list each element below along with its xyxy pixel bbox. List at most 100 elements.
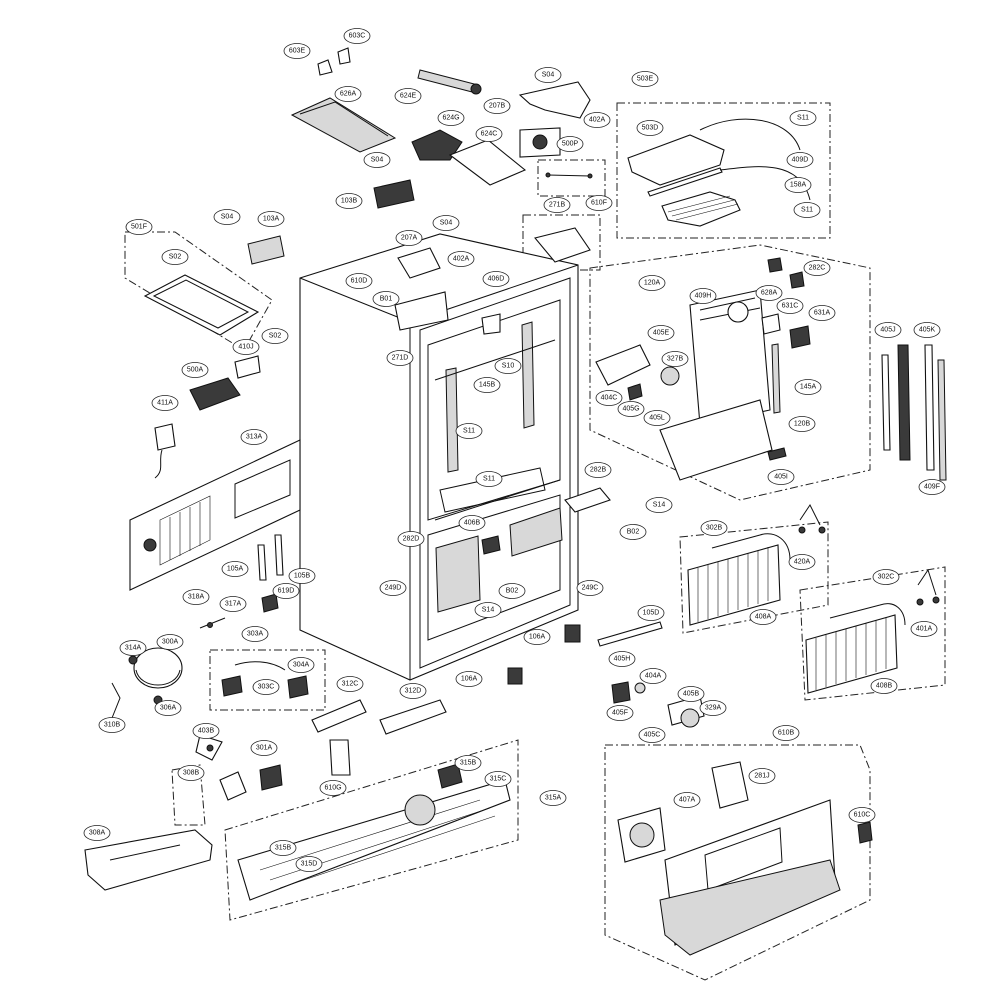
part-500P bbox=[519, 127, 561, 158]
part-501F bbox=[143, 274, 260, 336]
callout-bubble bbox=[556, 136, 584, 152]
part-327B bbox=[660, 366, 680, 386]
callout-409F: 409F bbox=[918, 479, 946, 495]
callout-bubble bbox=[918, 479, 946, 495]
callout-label: 410J bbox=[238, 344, 253, 351]
part-282C bbox=[767, 257, 805, 289]
callout-120B: 120B bbox=[788, 416, 816, 432]
callout-bubble bbox=[700, 520, 728, 536]
part-281J bbox=[711, 761, 749, 809]
callout-405K: 405K bbox=[913, 322, 941, 338]
callout-bubble bbox=[372, 291, 400, 307]
callout-bubble bbox=[498, 583, 526, 599]
callout-bubble bbox=[394, 88, 422, 104]
part-207B bbox=[518, 81, 591, 119]
callout-bubble bbox=[98, 717, 126, 733]
callout-bubble bbox=[335, 193, 363, 209]
callout-bubble bbox=[182, 589, 210, 605]
callout-317A: 317A bbox=[219, 596, 247, 612]
callout-bubble bbox=[534, 67, 562, 83]
part-304A bbox=[287, 675, 309, 699]
part-408B bbox=[805, 603, 906, 694]
callout-bubble bbox=[119, 640, 147, 656]
callout-bubble bbox=[647, 325, 675, 341]
callout-label: S02 bbox=[169, 254, 182, 261]
callout-label: 409F bbox=[924, 484, 940, 491]
callout-bubble bbox=[250, 740, 278, 756]
callout-label: 404A bbox=[645, 673, 662, 680]
callout-315A: 315A bbox=[539, 790, 567, 806]
callout-bubble bbox=[786, 152, 814, 168]
callout-308A: 308A bbox=[83, 825, 111, 841]
callout-bubble bbox=[241, 626, 269, 642]
part-313A bbox=[129, 439, 301, 591]
callout-bubble bbox=[475, 126, 503, 142]
callout-label: 158A bbox=[790, 182, 807, 189]
callout-bubble bbox=[475, 471, 503, 487]
callout-label: 402A bbox=[453, 256, 470, 263]
callout-label: 631A bbox=[814, 310, 831, 317]
part-503D bbox=[627, 134, 725, 186]
part-420A bbox=[798, 504, 826, 534]
callout-bubble bbox=[608, 651, 636, 667]
callout-bubble bbox=[784, 177, 812, 193]
callout-bubble bbox=[181, 362, 209, 378]
callout-301A: 301A bbox=[250, 740, 278, 756]
callout-label: 120B bbox=[794, 421, 811, 428]
callout-bubble bbox=[643, 410, 671, 426]
callout-bubble bbox=[295, 856, 323, 872]
callout-271D: 271D bbox=[386, 350, 414, 366]
callout-302B: 302B bbox=[700, 520, 728, 536]
callout-S14a: S14 bbox=[645, 497, 673, 513]
callout-bubble bbox=[637, 605, 665, 621]
callout-bubble bbox=[677, 686, 705, 702]
callout-bubble bbox=[455, 671, 483, 687]
callout-401A: 401A bbox=[910, 621, 938, 637]
callout-281J: 281J bbox=[748, 768, 776, 784]
callout-S11b: S11 bbox=[793, 202, 821, 218]
callout-bubble bbox=[638, 727, 666, 743]
callout-bubble bbox=[283, 43, 311, 59]
callout-bubble bbox=[154, 700, 182, 716]
callout-145B: 145B bbox=[473, 377, 501, 393]
callout-bubble bbox=[177, 765, 205, 781]
part-405I bbox=[767, 447, 787, 461]
callout-406B: 406B bbox=[458, 515, 486, 531]
callout-label: 282D bbox=[403, 536, 420, 543]
callout-label: 610D bbox=[351, 278, 368, 285]
callout-bubble bbox=[913, 322, 941, 338]
part-207A bbox=[397, 247, 441, 279]
callout-label: 409H bbox=[695, 293, 712, 300]
callout-bubble bbox=[345, 273, 373, 289]
callout-S04d: S04 bbox=[213, 209, 241, 225]
group-outline-315A bbox=[224, 739, 519, 921]
callout-bubble bbox=[772, 725, 800, 741]
callout-label: S14 bbox=[653, 502, 666, 509]
callout-label: 271D bbox=[392, 355, 409, 362]
callout-610G: 610G bbox=[319, 780, 347, 796]
group-outline-503E bbox=[616, 102, 831, 239]
callout-label: 402A bbox=[589, 117, 606, 124]
callout-158A: 158A bbox=[784, 177, 812, 193]
callout-bubble bbox=[639, 668, 667, 684]
callout-624C: 624C bbox=[475, 126, 503, 142]
callout-label: 501F bbox=[131, 224, 147, 231]
callout-label: 624G bbox=[442, 115, 459, 122]
callout-label: 405G bbox=[622, 406, 639, 413]
callout-631C: 631C bbox=[776, 298, 804, 314]
group-outline-271B bbox=[522, 214, 601, 271]
callout-271B: 271B bbox=[543, 197, 571, 213]
part-145A bbox=[771, 343, 781, 414]
callout-105B: 105B bbox=[288, 568, 316, 584]
callout-313A: 313A bbox=[240, 429, 268, 445]
callout-bubble bbox=[576, 580, 604, 596]
callout-bubble bbox=[454, 755, 482, 771]
callout-S10: S10 bbox=[494, 358, 522, 374]
part-315B bbox=[437, 763, 463, 789]
callout-624G: 624G bbox=[437, 110, 465, 126]
part-308B bbox=[219, 771, 247, 801]
callout-label: 303C bbox=[258, 684, 275, 691]
callout-105A: 105A bbox=[221, 561, 249, 577]
callout-label: 401A bbox=[916, 626, 933, 633]
